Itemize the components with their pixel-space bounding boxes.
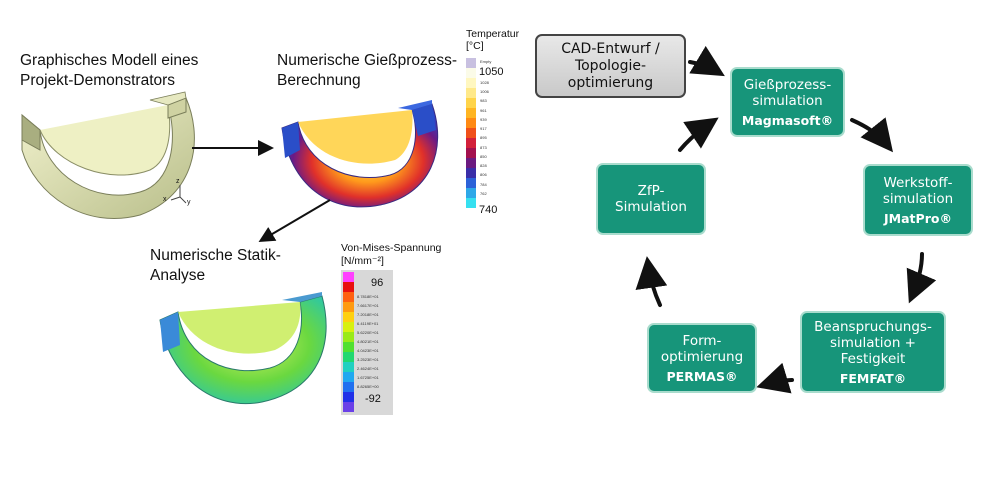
- temperature-tick-label: 917: [480, 126, 487, 132]
- stress-scale-title: Von-Mises-Spannung: [341, 242, 442, 254]
- casting-simulation-node: Gießprozess- simulation Magmasoft®: [730, 67, 845, 137]
- stress-colorbar: [343, 272, 354, 412]
- casting-simulation-title: Gießprozess- simulation: [743, 76, 832, 109]
- casting-simulation-tool: Magmasoft®: [741, 112, 834, 128]
- stress-color-swatch: [343, 292, 354, 302]
- stress-tick-label: 3.2523E+01: [357, 357, 379, 362]
- stress-scale-max: 96: [371, 277, 384, 289]
- temperature-color-swatch: [466, 78, 476, 88]
- stress-scale: 96 8.7818E+01 7.6617E+01 7.2018E+01 6.4119E…: [341, 270, 393, 415]
- stress-scale-min: -92: [365, 393, 381, 405]
- temperature-colorbar: [466, 58, 476, 208]
- temperature-tick-label: 762: [480, 190, 487, 196]
- temperature-tick-label: 784: [480, 181, 487, 187]
- temperature-color-swatch: [466, 88, 476, 98]
- temperature-tick-label: 806: [480, 172, 487, 178]
- statics-caption: Numerische Statik- Analyse: [150, 247, 281, 284]
- temperature-scale-max: 1050: [479, 66, 504, 78]
- temperature-color-swatch: [466, 108, 476, 118]
- temperature-color-swatch: [466, 98, 476, 108]
- cad-design-label: CAD-Entwurf / Topologie- optimierung: [561, 40, 660, 91]
- temperature-color-swatch: [466, 188, 476, 198]
- stress-simulation-tool: FEMFAT®: [839, 370, 907, 386]
- arrow-casting-to-statics: [258, 199, 331, 243]
- axis-label-x: x: [163, 196, 167, 203]
- stress-color-swatch: [343, 272, 354, 282]
- temperature-tick-label: 828: [480, 163, 487, 169]
- material-simulation-tool: JMatPro®: [884, 210, 952, 226]
- temperature-color-swatch: [466, 128, 476, 138]
- stress-simulation-node: Beanspruchungs- simulation + Festigkeit …: [800, 311, 946, 393]
- stress-color-swatch: [343, 302, 354, 312]
- stress-tick-label: 2.4624E+01: [357, 366, 379, 371]
- material-simulation-title: Werkstoff- simulation: [882, 174, 954, 207]
- statics-result-shape: [159, 292, 327, 404]
- stress-tick-label: 4.8021E+01: [357, 339, 379, 344]
- temperature-scale-empty-label: Empty: [480, 59, 492, 64]
- casting-caption: Numerische Gießprozess- Berechnung: [277, 52, 458, 89]
- temperature-scale: Empty 1050 1028 1006 983 961 939 917 895 873 850…: [466, 58, 526, 218]
- stress-tick-label: 6.4119E+01: [357, 321, 379, 326]
- temperature-color-swatch: [466, 178, 476, 188]
- form-optimization-node: Form- optimierung PERMAS®: [647, 323, 757, 393]
- stress-color-swatch: [343, 362, 354, 372]
- model-caption: Graphisches Modell eines Projekt-Demonst…: [20, 52, 199, 89]
- stress-tick-label: 5.6220E+01: [357, 330, 379, 335]
- stress-color-swatch: [343, 342, 354, 352]
- temperature-tick-label: 873: [480, 144, 487, 150]
- cad-model-shape: [21, 91, 195, 220]
- form-optimization-tool: PERMAS®: [666, 368, 738, 384]
- temperature-tick-label: 961: [480, 107, 487, 113]
- temperature-scale-min: 740: [479, 204, 498, 216]
- axis-label-y: y: [187, 199, 191, 206]
- cycle-arrows: [635, 45, 937, 394]
- stress-scale-unit: [N/mm⁻²]: [341, 255, 384, 267]
- stress-tick-label: 8.7818E+01: [357, 294, 379, 299]
- stress-color-swatch: [343, 352, 354, 362]
- temperature-tick-label: 983: [480, 98, 487, 104]
- stress-color-swatch: [343, 282, 354, 292]
- ndt-simulation-node: ZfP- Simulation: [596, 163, 706, 235]
- casting-result-shape: [281, 100, 439, 208]
- temperature-color-swatch: [466, 148, 476, 158]
- temperature-color-swatch: [466, 118, 476, 128]
- stress-color-swatch: [343, 322, 354, 332]
- material-simulation-node: Werkstoff- simulation JMatPro®: [863, 164, 973, 236]
- temperature-color-swatch: [466, 68, 476, 78]
- stress-tick-label: 7.2018E+01: [357, 312, 379, 317]
- stress-tick-label: 8.8265E+00: [357, 384, 379, 389]
- temperature-scale-title: Temperatur [°C]: [466, 28, 520, 52]
- form-optimization-title: Form- optimierung: [660, 332, 744, 365]
- temperature-tick-label: 1028: [480, 80, 489, 85]
- stress-color-swatch: [343, 312, 354, 322]
- stress-color-swatch: [343, 332, 354, 342]
- axis-label-z: z: [176, 178, 180, 185]
- temperature-color-swatch: [466, 198, 476, 208]
- temperature-tick-label: 895: [480, 135, 487, 141]
- ndt-simulation-title: ZfP- Simulation: [615, 183, 687, 215]
- cad-design-node: CAD-Entwurf / Topologie- optimierung: [535, 34, 686, 98]
- stress-color-swatch: [343, 392, 354, 402]
- stress-tick-label: 1.6725E+01: [357, 375, 379, 380]
- temperature-tick-label: 850: [480, 153, 487, 159]
- axis-triad: [170, 185, 187, 204]
- stress-tick-label: 4.0423E+01: [357, 348, 379, 353]
- temperature-color-swatch: [466, 138, 476, 148]
- temperature-color-swatch: [466, 58, 476, 68]
- stress-tick-label: 7.6617E+01: [357, 303, 379, 308]
- temperature-tick-label: 939: [480, 116, 487, 122]
- temperature-color-swatch: [466, 168, 476, 178]
- stress-color-swatch: [343, 402, 354, 412]
- stress-color-swatch: [343, 372, 354, 382]
- stress-color-swatch: [343, 382, 354, 392]
- temperature-tick-label: 1006: [480, 89, 489, 95]
- stress-simulation-title: Beanspruchungs- simulation + Festigkeit: [814, 318, 932, 367]
- temperature-color-swatch: [466, 158, 476, 168]
